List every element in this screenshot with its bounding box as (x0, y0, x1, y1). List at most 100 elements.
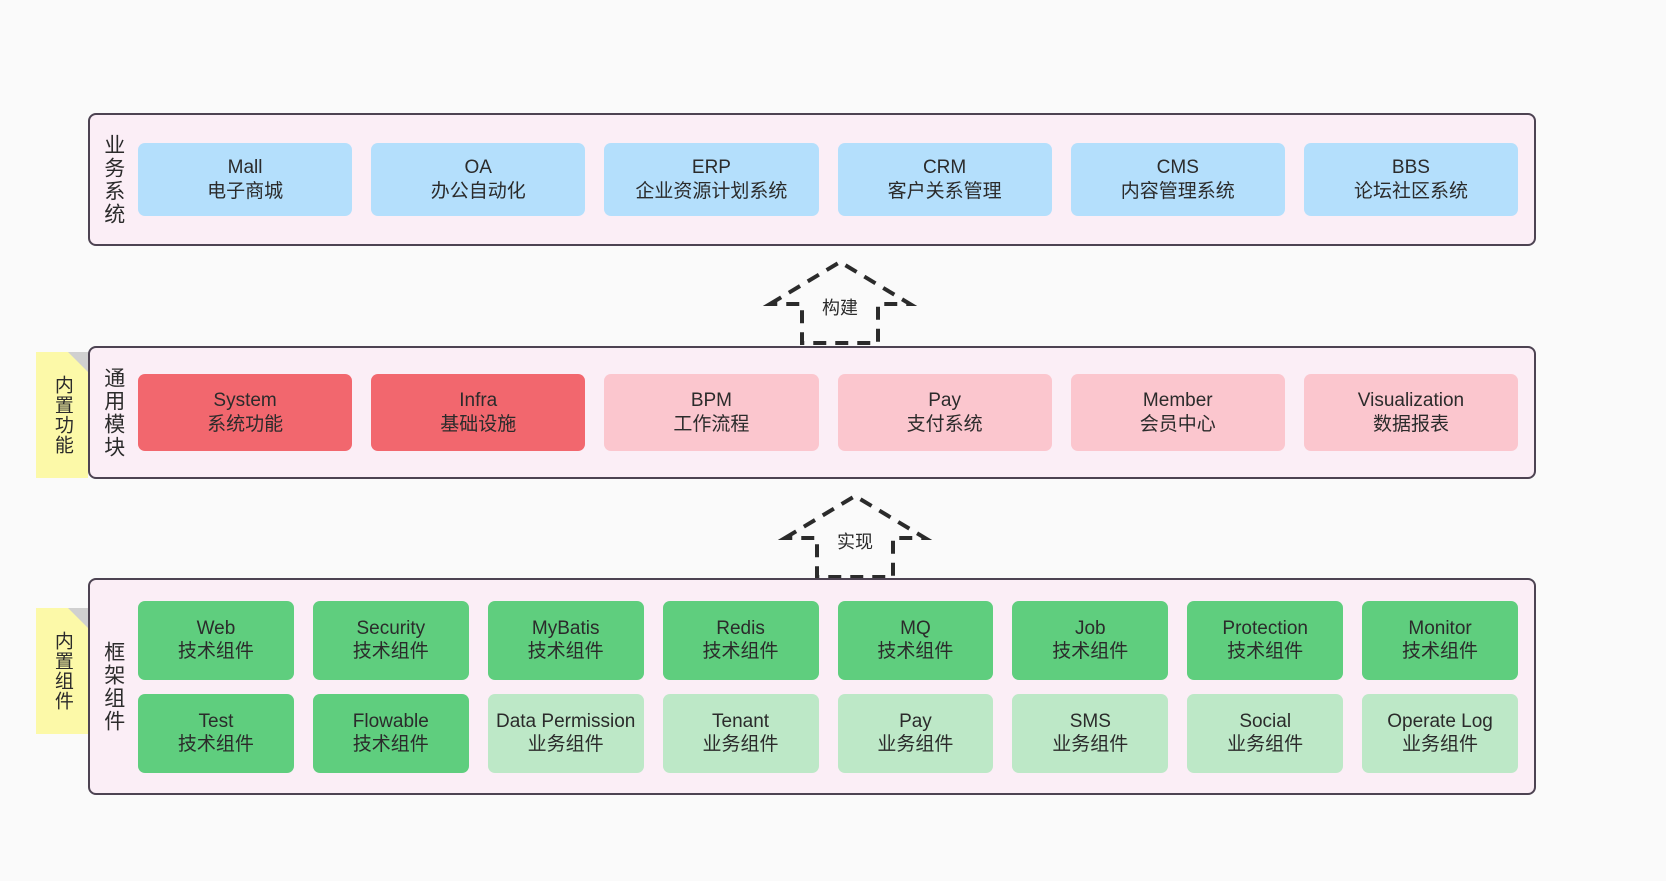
node-label-en: SMS (1069, 710, 1111, 732)
node-label-en: Job (1074, 617, 1106, 639)
node-row: Test 技术组件 Flowable 技术组件 Data Permission … (138, 693, 1518, 773)
node-label-en: Visualization (1357, 390, 1465, 412)
node-label-cn: 企业资源计划系统 (635, 180, 788, 202)
node-pay-component[interactable]: Pay 业务组件 (837, 693, 994, 773)
node-row: Mall 电子商城 OA 办公自动化 ERP 企业资源计划系统 CRM 客户关系… (138, 143, 1519, 216)
node-label-en: Pay (928, 390, 961, 412)
node-erp[interactable]: ERP 企业资源计划系统 (604, 143, 819, 216)
node-label-cn: 技术组件 (1402, 641, 1479, 662)
node-mq[interactable]: MQ 技术组件 (837, 600, 994, 680)
node-label-cn: 技术组件 (177, 734, 254, 755)
node-label-en: Data Permission (495, 710, 636, 732)
connector-build: 构建 (760, 258, 920, 345)
node-label-cn: 数据报表 (1372, 413, 1449, 435)
node-label-cn: 业务组件 (877, 734, 954, 755)
node-visualization[interactable]: Visualization 数据报表 (1303, 374, 1519, 451)
node-label-cn: 技术组件 (177, 641, 254, 662)
node-label-cn: 业务组件 (702, 734, 779, 755)
node-label-en: Pay (899, 710, 932, 732)
layer-body-common: System 系统功能 Infra 基础设施 BPM 工作流程 Pay 支付系统… (136, 348, 1534, 477)
node-redis[interactable]: Redis 技术组件 (662, 600, 819, 680)
note-label: 内置功能 (51, 375, 73, 455)
dashed-generalization-arrow-icon (777, 493, 933, 579)
connector-label-implement: 实现 (834, 528, 876, 554)
node-label-cn: 技术组件 (877, 641, 954, 662)
node-row: Web 技术组件 Security 技术组件 MyBatis 技术组件 Redi… (138, 600, 1518, 680)
node-mall[interactable]: Mall 电子商城 (138, 143, 353, 216)
node-label-en: Security (356, 617, 426, 639)
node-label-en: Infra (459, 390, 498, 412)
node-label-en: Member (1142, 390, 1213, 412)
node-label-cn: 论坛社区系统 (1353, 180, 1468, 202)
node-label-en: Tenant (712, 710, 770, 732)
dashed-generalization-arrow-icon (762, 259, 918, 345)
node-label-en: CRM (922, 157, 967, 179)
node-flowable[interactable]: Flowable 技术组件 (312, 693, 469, 773)
node-social[interactable]: Social 业务组件 (1187, 693, 1344, 773)
node-label-en: BPM (690, 390, 733, 412)
node-pay-module[interactable]: Pay 支付系统 (837, 374, 1052, 451)
node-label-cn: 支付系统 (906, 413, 983, 435)
layer-common-modules: 通用模块 System 系统功能 Infra 基础设施 BPM 工作流程 Pay… (88, 346, 1536, 479)
layer-title-common: 通用模块 (101, 366, 125, 459)
node-label-cn: 办公自动化 (430, 180, 526, 202)
node-label-cn: 技术组件 (702, 641, 779, 662)
node-oa[interactable]: OA 办公自动化 (371, 143, 586, 216)
node-data-permission[interactable]: Data Permission 业务组件 (487, 693, 644, 773)
note-builtin-components: 内置组件 (36, 608, 88, 734)
node-label-en: Operate Log (1387, 710, 1493, 732)
node-row: System 系统功能 Infra 基础设施 BPM 工作流程 Pay 支付系统… (138, 374, 1519, 451)
node-label-en: ERP (691, 157, 731, 179)
layer-framework-components: 框架组件 Web 技术组件 Security 技术组件 MyBatis 技术组件… (88, 578, 1536, 795)
node-system[interactable]: System 系统功能 (138, 374, 353, 451)
node-label-cn: 技术组件 (352, 734, 429, 755)
node-label-cn: 基础设施 (440, 413, 517, 435)
connector-implement: 实现 (775, 492, 935, 579)
node-label-en: MyBatis (531, 617, 600, 639)
node-label-cn: 系统功能 (207, 413, 284, 435)
node-label-cn: 内容管理系统 (1120, 180, 1235, 202)
node-label-cn: 工作流程 (673, 413, 750, 435)
node-label-en: Flowable (352, 710, 429, 732)
node-monitor[interactable]: Monitor 技术组件 (1362, 600, 1518, 680)
node-operate-log[interactable]: Operate Log 业务组件 (1362, 693, 1518, 773)
node-label-en: Redis (716, 617, 765, 639)
note-fold-corner-icon (68, 352, 88, 372)
node-label-en: Mall (227, 157, 263, 179)
node-label-en: Web (196, 617, 236, 639)
node-sms[interactable]: SMS 业务组件 (1012, 693, 1169, 773)
node-test[interactable]: Test 技术组件 (138, 693, 294, 773)
node-crm[interactable]: CRM 客户关系管理 (837, 143, 1052, 216)
node-label-cn: 业务组件 (1052, 734, 1129, 755)
node-cms[interactable]: CMS 内容管理系统 (1070, 143, 1285, 216)
node-infra[interactable]: Infra 基础设施 (371, 374, 586, 451)
node-bpm[interactable]: BPM 工作流程 (604, 374, 819, 451)
node-label-cn: 技术组件 (352, 641, 429, 662)
node-label-cn: 技术组件 (1052, 641, 1129, 662)
node-label-en: Social (1239, 710, 1292, 732)
node-protection[interactable]: Protection 技术组件 (1187, 600, 1344, 680)
node-web[interactable]: Web 技术组件 (138, 600, 294, 680)
node-label-cn: 技术组件 (1227, 641, 1304, 662)
node-label-cn: 会员中心 (1139, 413, 1216, 435)
node-tenant[interactable]: Tenant 业务组件 (662, 693, 819, 773)
node-member[interactable]: Member 会员中心 (1070, 374, 1285, 451)
node-bbs[interactable]: BBS 论坛社区系统 (1303, 143, 1519, 216)
node-label-en: Protection (1222, 617, 1308, 639)
node-label-en: Test (198, 710, 234, 732)
node-security[interactable]: Security 技术组件 (312, 600, 469, 680)
layer-body-business: Mall 电子商城 OA 办公自动化 ERP 企业资源计划系统 CRM 客户关系… (136, 115, 1534, 244)
node-label-en: System (213, 390, 277, 412)
layer-body-framework: Web 技术组件 Security 技术组件 MyBatis 技术组件 Redi… (136, 580, 1534, 793)
node-mybatis[interactable]: MyBatis 技术组件 (487, 600, 644, 680)
note-fold-corner-icon (68, 608, 88, 628)
note-builtin-features: 内置功能 (36, 352, 88, 478)
node-label-en: BBS (1391, 157, 1430, 179)
node-job[interactable]: Job 技术组件 (1012, 600, 1169, 680)
node-label-cn: 客户关系管理 (887, 180, 1002, 202)
node-label-cn: 业务组件 (527, 734, 604, 755)
connector-label-build: 构建 (819, 294, 861, 320)
node-label-en: CMS (1156, 157, 1199, 179)
node-label-cn: 技术组件 (527, 641, 604, 662)
node-label-en: OA (464, 157, 492, 179)
